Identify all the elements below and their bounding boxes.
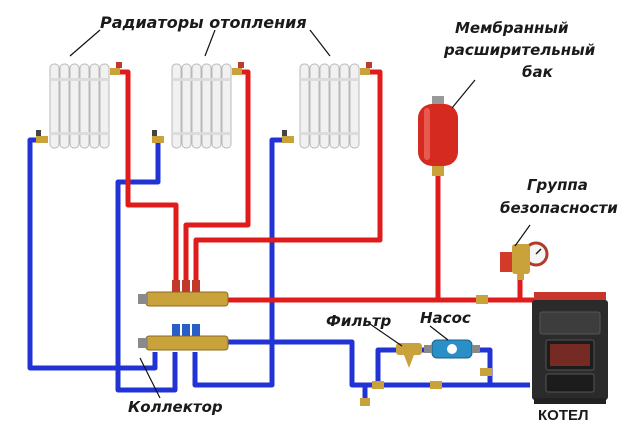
pump-label: Насос [420, 309, 471, 327]
radiator-icon [171, 63, 232, 149]
filter-icon [396, 343, 422, 368]
tank-label-line2: расширительный [443, 41, 596, 59]
tank-label-line3: бак [522, 63, 554, 81]
valve-icon [360, 295, 492, 406]
radiator-icon [49, 63, 110, 149]
pump-icon [424, 339, 480, 359]
radiator-2 [152, 62, 244, 149]
valve-icon [152, 62, 244, 143]
boiler-icon [532, 292, 608, 404]
safety-label-line2: безопасности [500, 199, 618, 217]
collector-label: Коллектор [128, 398, 223, 416]
filter-label: Фильтр [326, 312, 392, 330]
boiler-label: КОТЕЛ [538, 407, 589, 424]
radiator-1 [36, 62, 122, 149]
radiator-icon [299, 63, 360, 149]
tank-label-line1: Мембранный [455, 19, 569, 37]
radiators-label: Радиаторы отопления [100, 13, 307, 32]
safety-group-icon [500, 241, 549, 280]
safety-label-line1: Группа [527, 176, 588, 194]
expansion-tank-icon [418, 96, 458, 176]
return-pipes [27, 137, 530, 402]
collector-manifold-icon [138, 280, 229, 351]
radiator-3 [282, 62, 372, 149]
valve-icon [36, 62, 122, 143]
valve-icon [282, 62, 372, 143]
leader-lines [69, 29, 531, 399]
